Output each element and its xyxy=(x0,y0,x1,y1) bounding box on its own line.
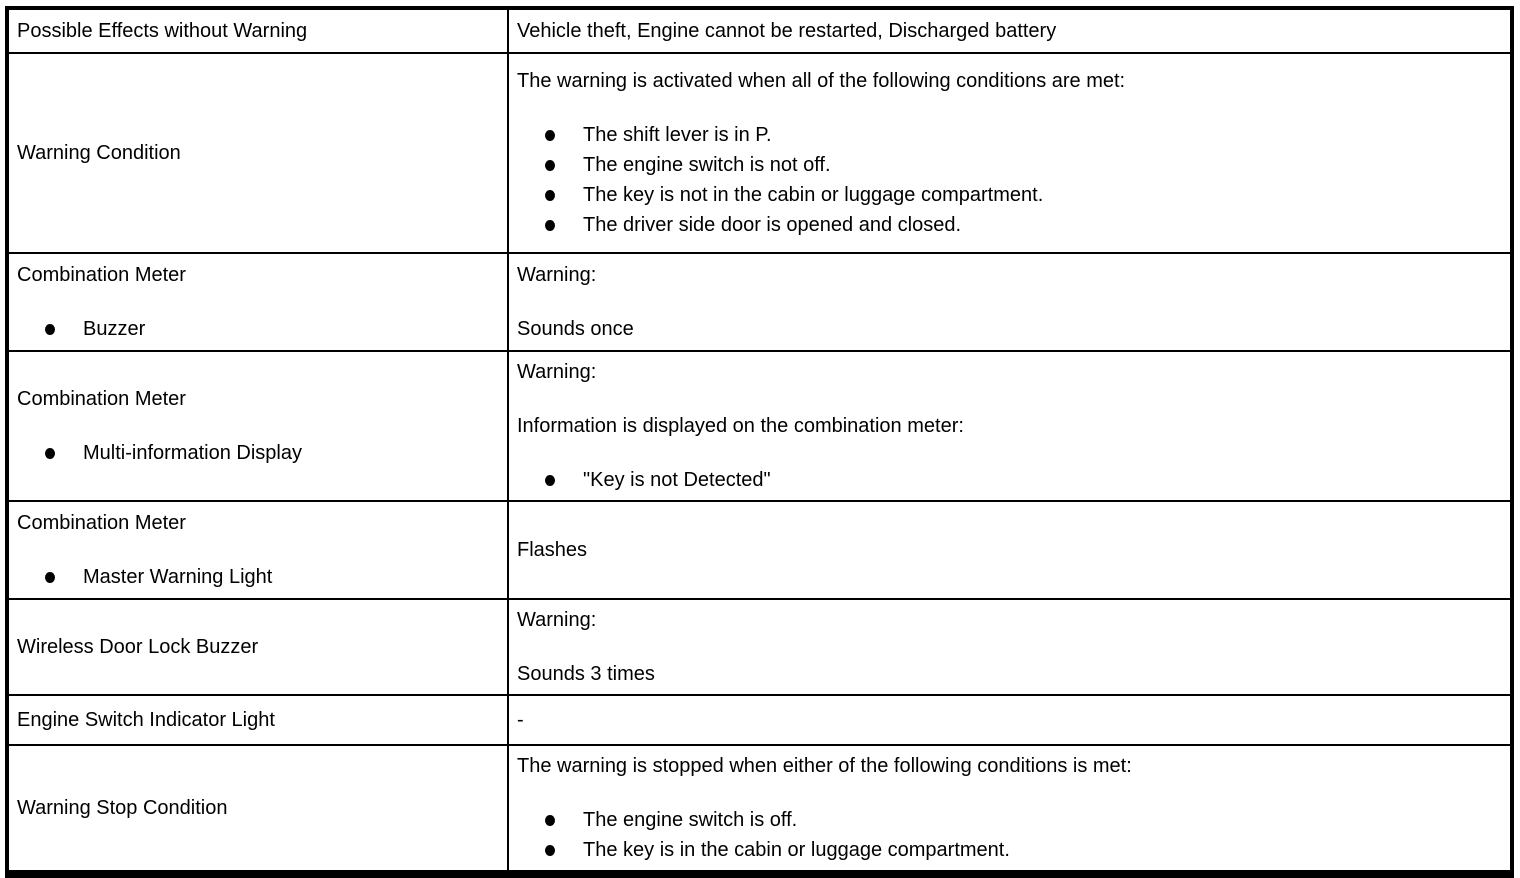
bullet-icon xyxy=(545,130,555,141)
bullet-text: The engine switch is not off. xyxy=(583,154,831,176)
item-label-cell: Possible Effects without Warning xyxy=(7,8,509,54)
bullet-list-item: Master Warning Light xyxy=(17,562,499,592)
cell-text-line: Flashes xyxy=(517,539,588,561)
bullet-list-item: The engine switch is not off. xyxy=(517,150,1502,180)
table-row: Wireless Door Lock Buzzer Warning: Sounds … xyxy=(7,598,1512,696)
bullet-icon xyxy=(545,220,555,231)
bullet-text: Multi-information Display xyxy=(83,442,302,464)
bullet-list-item: The key is in the cabin or luggage compa… xyxy=(517,835,1502,865)
cell-text-line: - xyxy=(517,709,524,731)
bullet-list-item: Buzzer xyxy=(17,314,499,344)
item-description-cell: Warning: Information is displayed on the … xyxy=(507,350,1512,502)
cell-text-line: Possible Effects without Warning xyxy=(17,20,308,42)
cell-text-line: Sounds 3 times xyxy=(517,663,655,685)
cell-text-line: Warning: xyxy=(517,609,597,631)
cell-text-line: Sounds once xyxy=(517,318,634,340)
item-label-cell: Warning Condition xyxy=(7,52,509,254)
bullet-text: The key is in the cabin or luggage compa… xyxy=(583,839,1010,861)
bullet-text: The engine switch is off. xyxy=(583,809,798,831)
blank-line xyxy=(517,387,1502,411)
item-description-cell: Flashes xyxy=(507,500,1512,600)
bullet-text: The driver side door is opened and close… xyxy=(583,214,962,236)
table-row: Warning Condition The warning is activate… xyxy=(7,52,1512,254)
cell-text-line: Wireless Door Lock Buzzer xyxy=(17,636,259,658)
blank-line xyxy=(17,290,499,314)
item-label-cell: Wireless Door Lock Buzzer xyxy=(7,598,509,696)
blank-line xyxy=(517,96,1502,120)
item-description-cell: Warning: Sounds 3 times xyxy=(507,598,1512,696)
cell-text-line: Warning Condition xyxy=(17,142,181,164)
blank-line xyxy=(517,290,1502,314)
item-description-cell: - xyxy=(507,694,1512,746)
cell-text-line: Warning: xyxy=(517,361,597,383)
cell-text-line: Combination Meter xyxy=(17,388,186,410)
bullet-text: The shift lever is in P. xyxy=(583,124,772,146)
item-label-cell: Warning Stop Condition xyxy=(7,744,509,872)
item-description-cell: Vehicle theft, Engine cannot be restarte… xyxy=(507,8,1512,54)
item-description-cell: The warning is activated when all of the… xyxy=(507,52,1512,254)
item-description-cell: The warning is stopped when either of th… xyxy=(507,744,1512,872)
bullet-list-item: "Key is not Detected" xyxy=(517,465,1502,495)
table-row: Warning Stop Condition The warning is sto… xyxy=(7,744,1512,872)
cell-text-line: Warning: xyxy=(517,264,597,286)
bullet-icon xyxy=(45,572,55,583)
cell-text-line: Combination Meter xyxy=(17,264,186,286)
bullet-icon xyxy=(545,475,555,486)
table-row: Engine Switch Indicator Light - xyxy=(7,694,1512,746)
bullet-list-item: The shift lever is in P. xyxy=(517,120,1502,150)
item-description-cell: Warning: Sounds once xyxy=(507,252,1512,352)
blank-line xyxy=(517,635,1502,659)
table-row: Possible Effects without Warning Vehicle … xyxy=(7,8,1512,54)
bullet-icon xyxy=(545,190,555,201)
blank-line xyxy=(17,414,499,438)
bullet-icon xyxy=(545,845,555,856)
bullet-icon xyxy=(45,324,55,335)
bullet-list-item: The engine switch is off. xyxy=(517,805,1502,835)
cell-text-line: Combination Meter xyxy=(17,512,186,534)
blank-line xyxy=(517,781,1502,805)
cell-text-line: Information is displayed on the combinat… xyxy=(517,415,964,437)
bullet-text: "Key is not Detected" xyxy=(583,469,771,491)
cell-text-line: Engine Switch Indicator Light xyxy=(17,709,275,731)
warning-function-table: Possible Effects without Warning Vehicle … xyxy=(7,8,1512,872)
cell-text-line: Warning Stop Condition xyxy=(17,797,228,819)
bullet-icon xyxy=(45,448,55,459)
cell-text-line: The warning is stopped when either of th… xyxy=(517,755,1132,777)
table-body: Possible Effects without Warning Vehicle … xyxy=(7,8,1512,872)
cell-text-line: The warning is activated when all of the… xyxy=(517,70,1126,92)
bullet-icon xyxy=(545,160,555,171)
blank-line xyxy=(17,538,499,562)
table-outer-border: Possible Effects without Warning Vehicle … xyxy=(5,6,1514,878)
bullet-text: Master Warning Light xyxy=(83,566,273,588)
bullet-list-item: The driver side door is opened and close… xyxy=(517,210,1502,240)
blank-line xyxy=(517,441,1502,465)
bullet-text: The key is not in the cabin or luggage c… xyxy=(583,184,1044,206)
bullet-list-item: The key is not in the cabin or luggage c… xyxy=(517,180,1502,210)
item-label-cell: Engine Switch Indicator Light xyxy=(7,694,509,746)
cell-text-line: Vehicle theft, Engine cannot be restarte… xyxy=(517,20,1057,42)
bullet-list-item: Multi-information Display xyxy=(17,438,499,468)
bullet-text: Buzzer xyxy=(83,318,146,340)
bullet-icon xyxy=(545,815,555,826)
